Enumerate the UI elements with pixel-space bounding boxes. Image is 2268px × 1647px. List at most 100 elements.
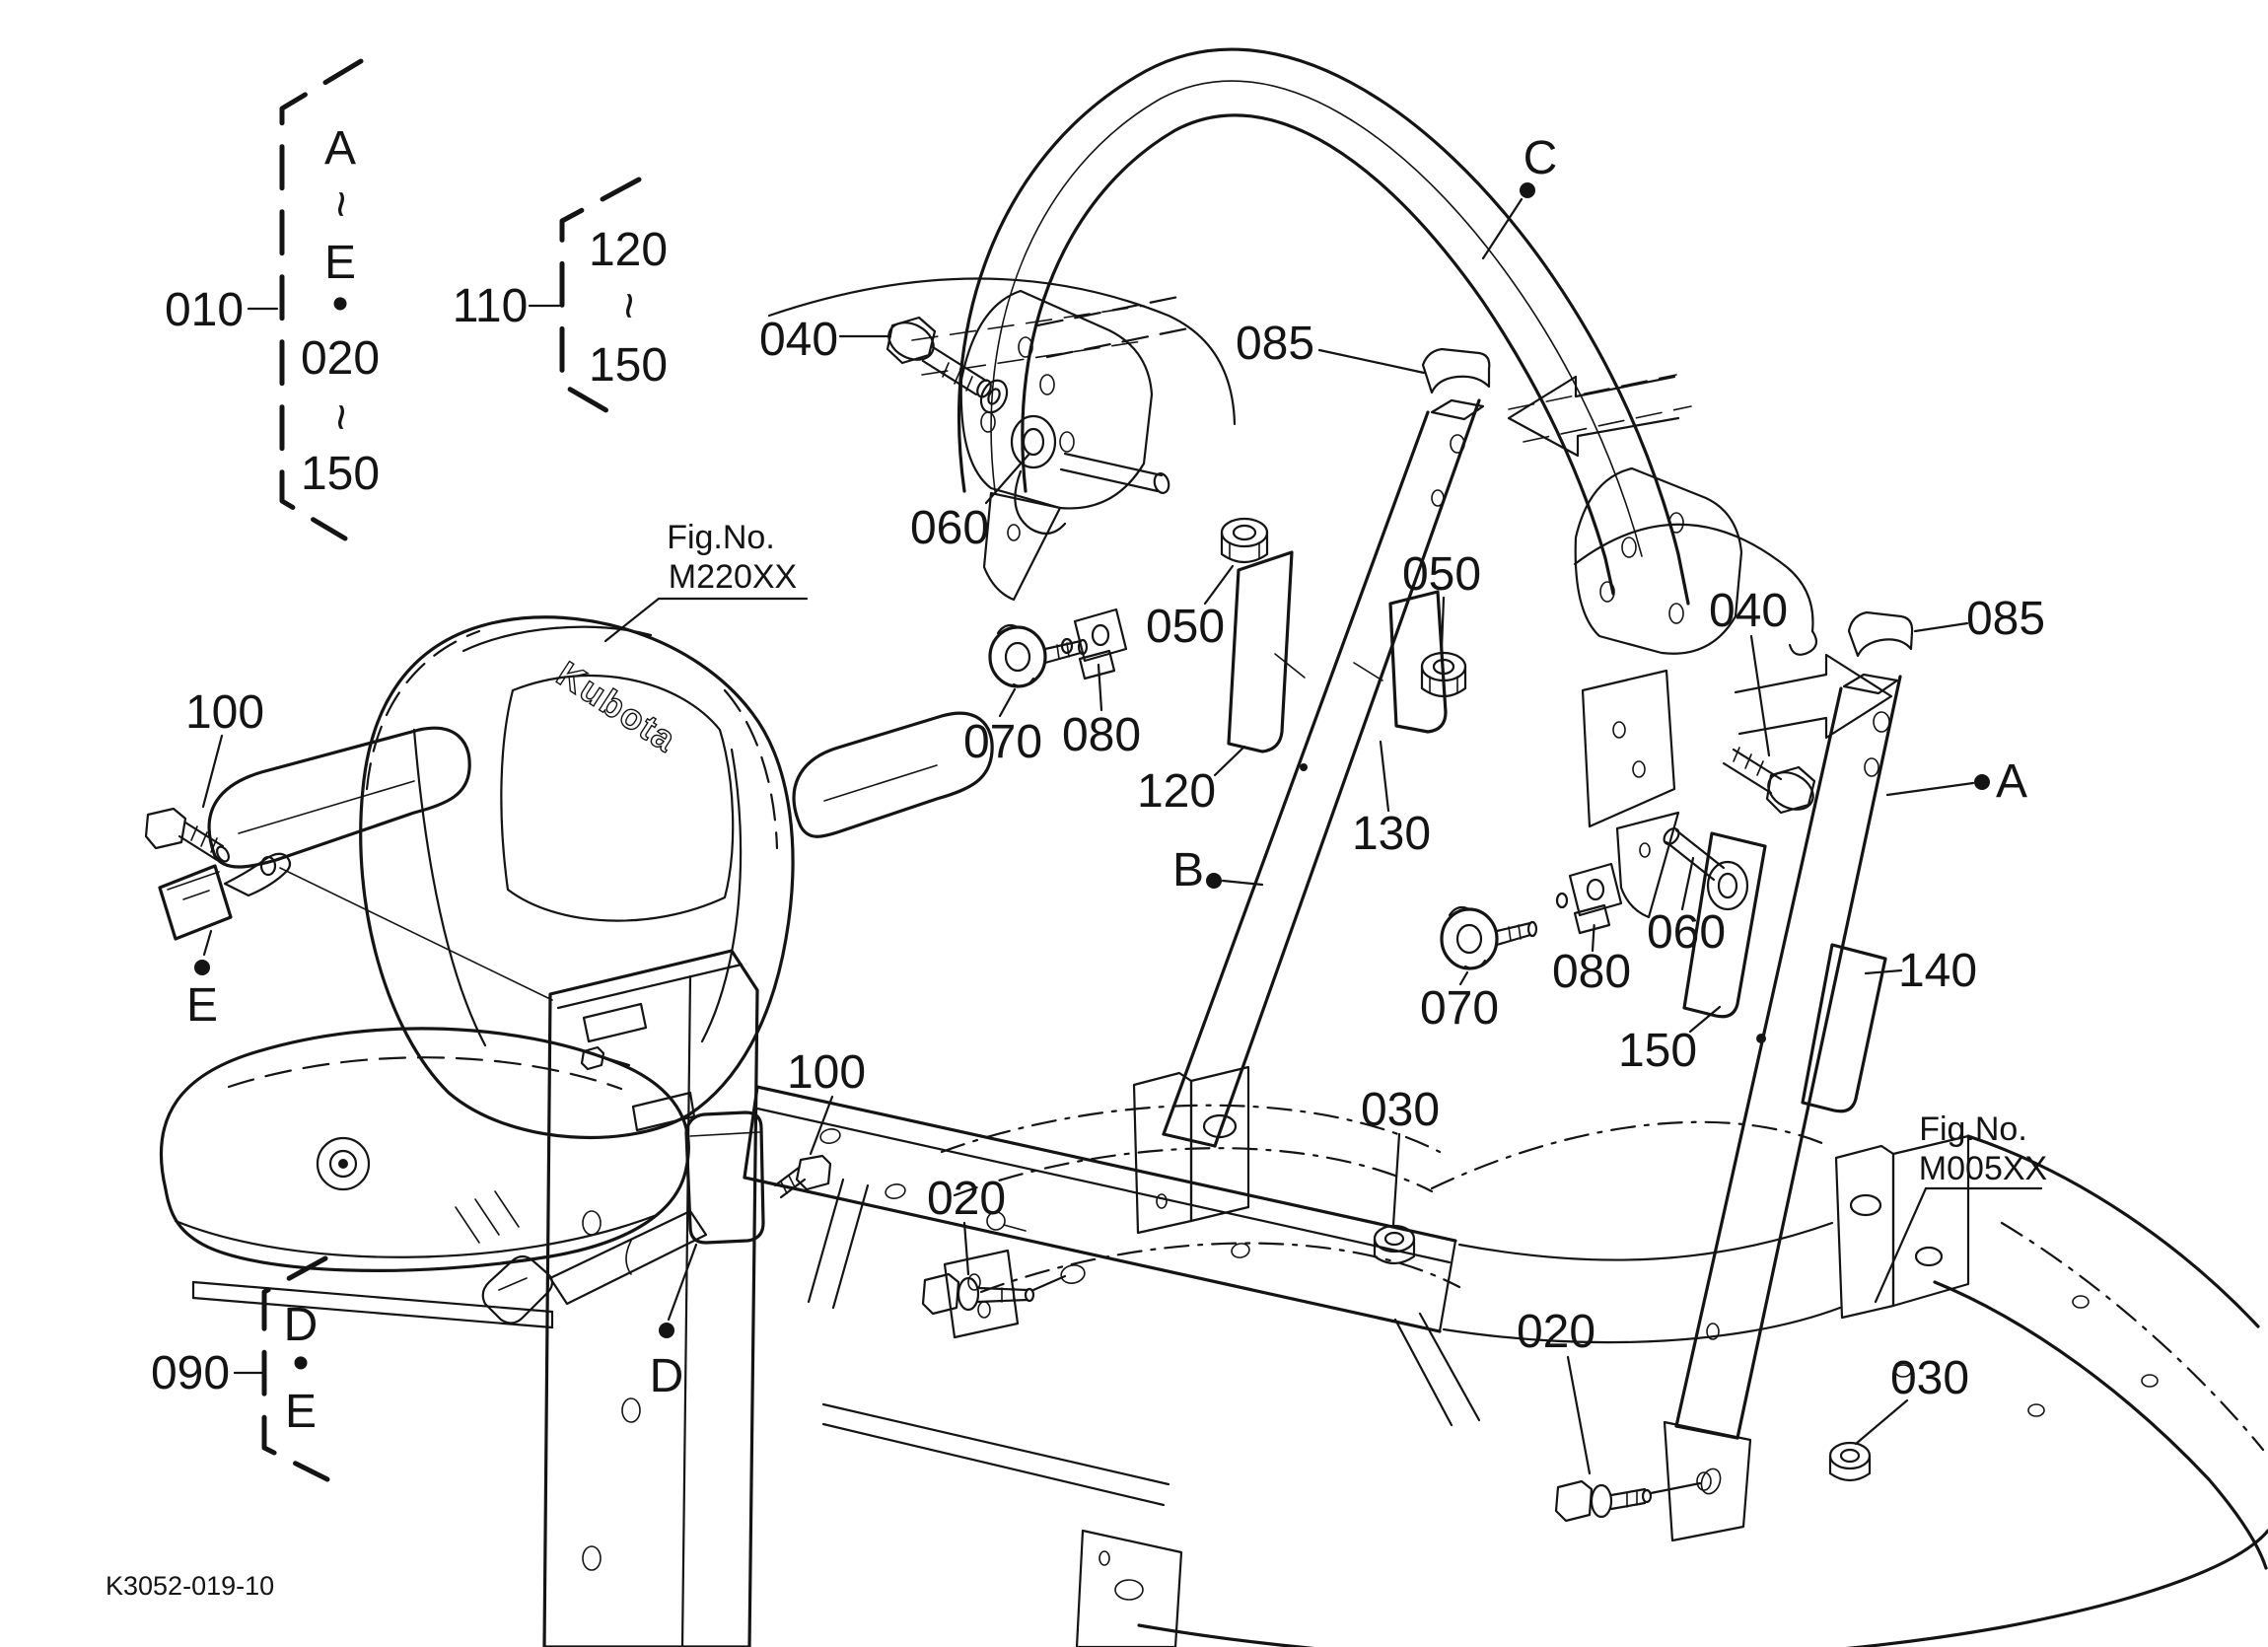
view-letter: C — [1524, 132, 1558, 184]
view-letter: D — [650, 1350, 684, 1402]
view-letter-c: C — [1481, 132, 1558, 260]
view-letter: A — [1996, 755, 2027, 808]
figure-ref-seat-line1: Fig.No. — [667, 519, 775, 556]
callout-150: 150 — [1618, 1005, 1722, 1077]
left-upright — [1162, 398, 1485, 1148]
callout-020-left: 020 — [927, 1173, 1006, 1276]
nut-030-right — [1828, 1441, 1872, 1482]
callout-label: 120 — [1137, 765, 1216, 818]
legend-010-label: 010 — [165, 284, 244, 336]
callout-label: 040 — [759, 314, 838, 366]
callout-100-right: 100 — [787, 1046, 866, 1156]
nut-050-left — [1220, 517, 1269, 564]
view-letter-e: E — [186, 929, 218, 1032]
right-upright — [1663, 673, 1902, 1542]
frame-illustration — [542, 949, 2268, 1647]
legend-110-item: 120 — [589, 224, 668, 276]
legend-010-item: 020 — [301, 332, 380, 385]
pad-140 — [1801, 943, 1887, 1113]
latch-080-right — [1555, 862, 1623, 935]
callout-label: 050 — [1402, 548, 1481, 601]
callout-label: 060 — [1647, 906, 1726, 959]
callout-070-left: 070 — [963, 687, 1042, 768]
callout-label: 085 — [1966, 593, 2045, 645]
callout-label: 085 — [1236, 318, 1314, 370]
callout-label: 080 — [1552, 946, 1631, 998]
callout-label: 070 — [1420, 982, 1499, 1035]
nut-050-right — [1420, 651, 1467, 698]
callout-label: 070 — [963, 716, 1042, 768]
bolt-020-right — [1554, 1479, 1702, 1523]
nut-030-left — [1373, 1224, 1416, 1265]
figure-ref-seat: Fig.No. M220XX — [603, 519, 809, 643]
fold-arrow-left — [1507, 374, 1680, 458]
knob-070-left — [988, 623, 1089, 688]
callout-020-right: 020 — [1517, 1306, 1595, 1475]
seatbelt-buckle — [158, 852, 553, 1001]
view-letter-a: A — [1885, 755, 2027, 808]
callout-label: 080 — [1062, 709, 1141, 761]
callout-040-left: 040 — [759, 314, 892, 366]
callout-label: 020 — [927, 1173, 1006, 1225]
bolt-040-left — [886, 316, 992, 398]
callout-070-right: 070 — [1420, 970, 1499, 1035]
callout-050-left: 050 — [1146, 564, 1235, 653]
callout-050-right: 050 — [1402, 548, 1481, 651]
clip-085-right — [1847, 610, 1914, 658]
figure-ref-frame-line1: Fig.No. — [1919, 1110, 2027, 1148]
callout-label: 020 — [1517, 1306, 1595, 1358]
legend-090-item: E — [285, 1386, 317, 1438]
legend-group-110: 110 120 ~ 150 — [453, 177, 668, 423]
callout-130: 130 — [1352, 740, 1431, 860]
callout-label: 100 — [787, 1046, 866, 1099]
legend-group-010: 010 A ~ E • 020 ~ 150 — [165, 58, 380, 541]
figure-ref-seat-line2: M220XX — [669, 558, 797, 596]
bolt-040-right — [1722, 747, 1816, 815]
legend-110-label: 110 — [453, 280, 529, 332]
legend-090-item: • — [293, 1337, 310, 1390]
figure-ref-frame-line2: M005XX — [1919, 1150, 2047, 1187]
legend-010-item: A — [324, 122, 356, 175]
view-letter: E — [186, 979, 218, 1032]
legend-010-item: ~ — [315, 403, 367, 431]
callout-label: 050 — [1146, 601, 1225, 653]
callout-label: 100 — [185, 686, 264, 739]
pad-130 — [1388, 590, 1448, 734]
callout-060-left: 060 — [910, 452, 1031, 554]
legend-010-item: E — [324, 237, 356, 289]
view-letter-b: B — [1172, 844, 1264, 896]
bolt-100-left — [144, 807, 230, 863]
callout-140: 140 — [1864, 945, 1977, 997]
callout-030-right: 030 — [1854, 1352, 1969, 1446]
callout-label: 130 — [1352, 808, 1431, 860]
pad-150 — [1682, 831, 1767, 1019]
callout-label: 150 — [1618, 1025, 1697, 1077]
knob-070-right — [1440, 905, 1538, 970]
callout-label: 030 — [1890, 1352, 1969, 1404]
callout-label: 030 — [1361, 1084, 1440, 1136]
callout-100-left: 100 — [185, 686, 264, 809]
callout-085-center: 085 — [1236, 318, 1426, 375]
view-letter-d: D — [650, 1243, 698, 1402]
callout-label: 040 — [1709, 585, 1788, 637]
latch-080-left — [1060, 608, 1128, 680]
legend-110-item: ~ — [602, 292, 655, 320]
callout-120: 120 — [1137, 745, 1246, 818]
legend-010-item: • — [332, 278, 349, 330]
callout-030-left: 030 — [1361, 1084, 1440, 1227]
callout-085-right: 085 — [1913, 593, 2045, 645]
callout-040-right: 040 — [1709, 585, 1788, 757]
callout-060-right: 060 — [1647, 856, 1726, 959]
bolt-020-left — [921, 1272, 1067, 1316]
view-letter: B — [1172, 844, 1204, 896]
pin-060-left — [1010, 414, 1170, 536]
fold-arrow-right — [1734, 653, 1893, 740]
callout-080-right: 080 — [1552, 917, 1631, 998]
right-hinge-assembly — [1523, 405, 1818, 919]
left-hinge-assembly — [767, 277, 1237, 602]
callout-label: 140 — [1898, 945, 1977, 997]
legend-110-item: 150 — [589, 339, 668, 392]
legend-010-item: ~ — [315, 190, 367, 218]
